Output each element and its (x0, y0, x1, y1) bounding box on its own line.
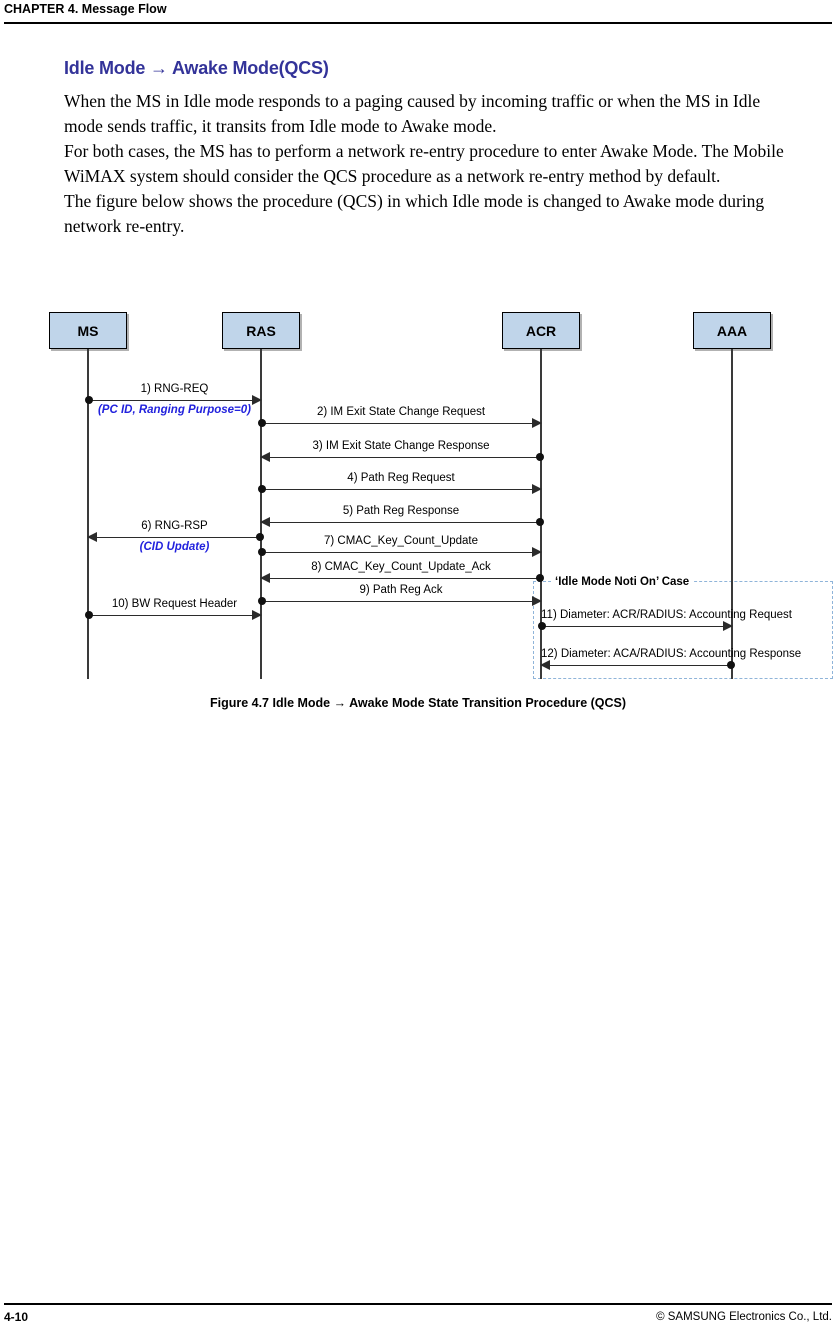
message-line-9 (261, 601, 541, 602)
message-origin-dot-5 (536, 518, 544, 527)
message-line-2 (261, 423, 541, 424)
message-line-7 (261, 552, 541, 553)
lifeline-ras (260, 349, 262, 679)
message-label-9: 9) Path Reg Ack (359, 584, 443, 596)
message-arrowhead-3 (260, 452, 270, 462)
message-label-12: 12) Diameter: ACA/RADIUS: Accounting Res… (541, 648, 802, 660)
message-sublabel-6: (CID Update) (139, 541, 210, 553)
header-rule (4, 22, 832, 24)
lifeline-box-aaa: AAA (693, 312, 771, 349)
lifeline-label-ms: MS (77, 322, 99, 339)
message-arrowhead-12 (540, 660, 550, 670)
lifeline-label-acr: ACR (525, 322, 557, 339)
message-origin-dot-4 (258, 485, 266, 494)
paragraph-1: When the MS in Idle mode responds to a p… (64, 91, 761, 136)
chapter-header-text: CHAPTER 4. Message Flow (4, 2, 167, 16)
message-label-5: 5) Path Reg Response (342, 505, 460, 517)
message-arrowhead-10 (252, 610, 262, 620)
message-arrowhead-4 (532, 484, 542, 494)
message-5: 5) Path Reg Response (260, 505, 544, 527)
message-6: 6) RNG-RSP (CID Update) (87, 520, 264, 553)
paragraph-2: For both cases, the MS has to perform a … (64, 141, 784, 186)
body-copy: When the MS in Idle mode responds to a p… (64, 89, 788, 239)
lifeline-box-ras: RAS (222, 312, 300, 349)
idle-mode-noti-on-case-label: ‘Idle Mode Noti On’ Case (551, 576, 694, 588)
message-arrowhead-1 (252, 395, 262, 405)
lifeline-label-aaa: AAA (716, 322, 748, 339)
message-line-4 (261, 489, 541, 490)
message-8: 8) CMAC_Key_Count_Update_Ack (260, 561, 544, 583)
message-origin-dot-12 (727, 661, 735, 670)
message-line-8 (261, 578, 541, 579)
message-line-5 (261, 522, 541, 523)
lifeline-aaa (731, 349, 733, 679)
page-content: Idle Mode → Awake Mode(QCS) When the MS … (0, 34, 836, 239)
message-label-7: 7) CMAC_Key_Count_Update (323, 535, 479, 547)
message-label-8: 8) CMAC_Key_Count_Update_Ack (311, 561, 491, 573)
message-sublabel-1: (PC ID, Ranging Purpose=0) (97, 404, 252, 416)
lifeline-acr (540, 349, 542, 679)
page-footer: 4-10 © SAMSUNG Electronics Co., Ltd. (4, 1310, 832, 1324)
message-1: 1) RNG-REQ (PC ID, Ranging Purpose=0) (85, 383, 262, 416)
message-line-6 (88, 537, 261, 538)
message-origin-dot-10 (85, 611, 93, 620)
message-line-10 (88, 615, 261, 616)
message-line-3 (261, 457, 541, 458)
lifeline-box-acr: ACR (502, 312, 580, 349)
lifeline-label-ras: RAS (246, 322, 276, 339)
message-label-10: 10) BW Request Header (111, 598, 238, 610)
page-number: 4-10 (4, 1310, 29, 1324)
section-heading: Idle Mode → Awake Mode(QCS) (64, 58, 329, 78)
figure-caption: Figure 4.7 Idle Mode → Awake Mode State … (209, 696, 627, 710)
message-origin-dot-11 (538, 622, 546, 631)
message-label-11: 11) Diameter: ACR/RADIUS: Accounting Req… (541, 609, 792, 621)
message-line-12 (541, 665, 732, 666)
message-label-2: 2) IM Exit State Change Request (316, 406, 486, 418)
message-4: 4) Path Reg Request (258, 472, 542, 494)
message-origin-dot-1 (85, 396, 93, 405)
figure-block: ‘Idle Mode Noti On’ Case MS RAS ACR AAA 1) R… (0, 296, 836, 736)
page-header: CHAPTER 4. Message Flow (0, 0, 836, 22)
message-origin-dot-9 (258, 597, 266, 606)
message-label-4: 4) Path Reg Request (347, 472, 455, 484)
message-label-1: 1) RNG-REQ (140, 383, 209, 395)
copyright-notice: © SAMSUNG Electronics Co., Ltd. (656, 1311, 832, 1323)
message-origin-dot-3 (536, 453, 544, 462)
message-line-11 (541, 626, 732, 627)
message-arrowhead-5 (260, 517, 270, 527)
paragraph-3: The figure below shows the procedure (QC… (64, 191, 765, 236)
message-arrowhead-9 (532, 596, 542, 606)
message-arrowhead-6 (87, 532, 97, 542)
message-12: 12) Diameter: ACA/RADIUS: Accounting Res… (540, 648, 801, 670)
message-10: 10) BW Request Header (85, 598, 262, 620)
message-origin-dot-2 (258, 419, 266, 428)
message-origin-dot-6 (256, 533, 264, 542)
lifeline-box-ms: MS (49, 312, 127, 349)
sequence-diagram: ‘Idle Mode Noti On’ Case MS RAS ACR AAA 1) R… (0, 296, 836, 696)
message-label-6: 6) RNG-RSP (141, 520, 208, 532)
message-line-1 (88, 400, 261, 401)
footer-rule (4, 1303, 832, 1305)
message-3: 3) IM Exit State Change Response (260, 440, 544, 462)
message-label-3: 3) IM Exit State Change Response (312, 440, 490, 452)
message-origin-dot-8 (536, 574, 544, 583)
lifeline-ms (87, 349, 89, 679)
message-arrowhead-7 (532, 547, 542, 557)
message-arrowhead-2 (532, 418, 542, 428)
message-arrowhead-11 (723, 621, 733, 631)
message-arrowhead-8 (260, 573, 270, 583)
message-9: 9) Path Reg Ack (258, 584, 542, 606)
message-2: 2) IM Exit State Change Request (258, 406, 542, 428)
message-origin-dot-7 (258, 548, 266, 557)
message-11: 11) Diameter: ACR/RADIUS: Accounting Req… (538, 609, 792, 631)
message-7: 7) CMAC_Key_Count_Update (258, 535, 542, 557)
